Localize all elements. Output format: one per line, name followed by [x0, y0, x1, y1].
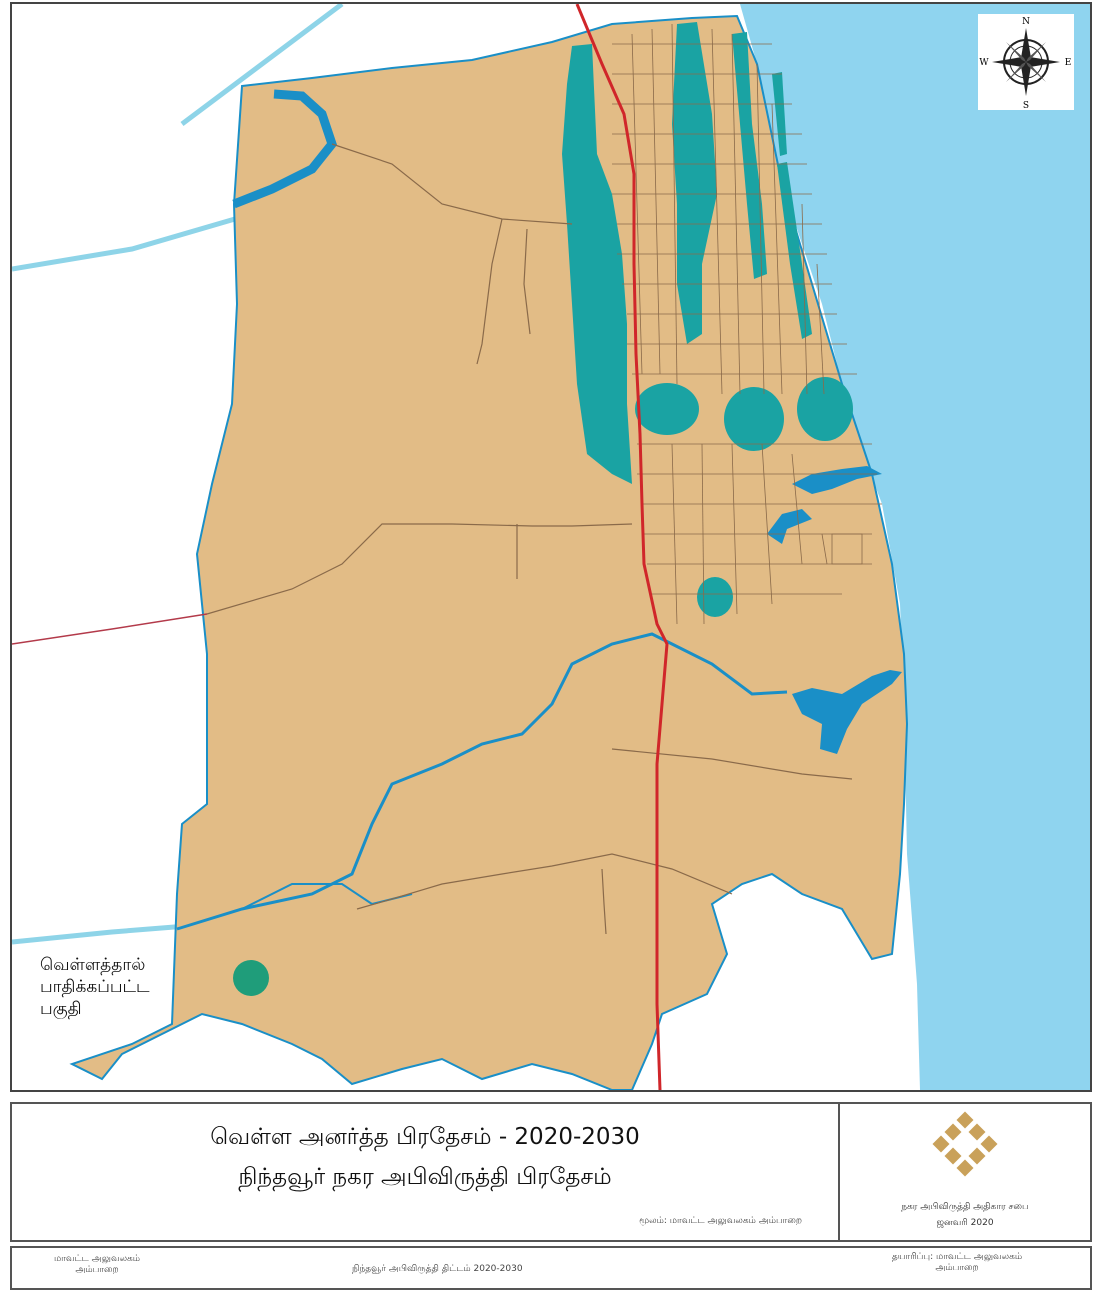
local-road-south-spur — [601, 868, 607, 935]
local-road-south — [356, 853, 733, 910]
sea-area — [740, 4, 1090, 1090]
compass-rose-icon: N S E W — [979, 17, 1072, 111]
compass-south-label: S — [1023, 101, 1029, 110]
flood-zone-west — [562, 44, 632, 484]
admin-boundary — [12, 613, 208, 645]
local-road-north — [331, 143, 573, 225]
river-channel-south — [12, 923, 188, 945]
footer-row: மாவட்ட அலுவலகம் அம்பாறை நிந்தவூர் அபிவிர… — [10, 1246, 1092, 1290]
local-road-branch-2 — [523, 228, 531, 335]
flood-zone-pond-1 — [635, 383, 699, 435]
local-road-branch-1 — [476, 218, 503, 365]
flood-zone-strip-3 — [777, 162, 812, 339]
lagoon-inlet-south — [792, 670, 902, 754]
compass-west-label: W — [979, 58, 989, 68]
flood-zone-strip-2 — [732, 32, 767, 279]
lagoon-inlet-mid — [767, 509, 812, 544]
title-block: வெள்ள அனர்த்த பிரதேசம் - 2020-2030 நிந்த… — [10, 1102, 1092, 1242]
compass-rose: N S E W — [978, 14, 1074, 111]
street-grid — [612, 23, 882, 625]
local-road-central — [206, 523, 633, 615]
flood-zone-pond-4 — [697, 577, 733, 617]
flood-zone-strip-1 — [672, 22, 717, 344]
footer-center-text: நிந்தவூர் அபிவிருத்தி திட்டம் 2020-2030 — [352, 1264, 523, 1274]
organization-date: ஜனவரி 2020 — [936, 1218, 994, 1228]
compass-north-label: N — [1022, 17, 1030, 27]
lagoon-inlet-north — [792, 466, 882, 494]
legend: வெள்ளத்தால் பாதிக்கப்பட்ட பகுதி — [40, 954, 269, 1020]
map-frame: N S E W வெள்ளத்தால் பாதிக்கப்பட்ட பகுதி — [10, 2, 1092, 1092]
source-note: மூலம்: மாவட்ட அலுவலகம் அம்பாறை — [639, 1216, 802, 1226]
river-channel-northwest — [180, 4, 344, 126]
footer-right-text: தயாரிப்பு: மாவட்ட அலுவலகம் அம்பாறை — [891, 1252, 1023, 1273]
main-highway — [575, 4, 669, 1090]
map-title-line-1: வெள்ள அனர்த்த பிரதேசம் - 2020-2030 — [210, 1124, 640, 1150]
local-road-east — [611, 748, 853, 780]
flood-zone-strip-4 — [772, 72, 787, 156]
organization-name: நகர அபிவிருத்தி அதிகார சபை — [901, 1202, 1029, 1212]
title-main-panel: வெள்ள அனர்த்த பிரதேசம் - 2020-2030 நிந்த… — [12, 1104, 840, 1240]
organization-panel: நகர அபிவிருத்தி அதிகார சபை ஜனவரி 2020 — [840, 1104, 1090, 1240]
flood-zone-pond-2 — [724, 387, 784, 451]
footer-left-text: மாவட்ட அலுவலகம் அம்பாறை — [53, 1254, 141, 1275]
legend-swatch-flood-area — [233, 960, 269, 996]
compass-east-label: E — [1065, 58, 1072, 68]
flood-zone-pond-3 — [797, 377, 853, 441]
map-title-line-2: நிந்தவூர் நகர அபிவிருத்தி பிரதேசம் — [238, 1164, 612, 1190]
uda-logo-icon — [932, 1111, 998, 1177]
flood-map — [12, 4, 1090, 1090]
legend-label: வெள்ளத்தால் பாதிக்கப்பட்ட பகுதி — [40, 954, 156, 1020]
river-main — [176, 632, 788, 931]
